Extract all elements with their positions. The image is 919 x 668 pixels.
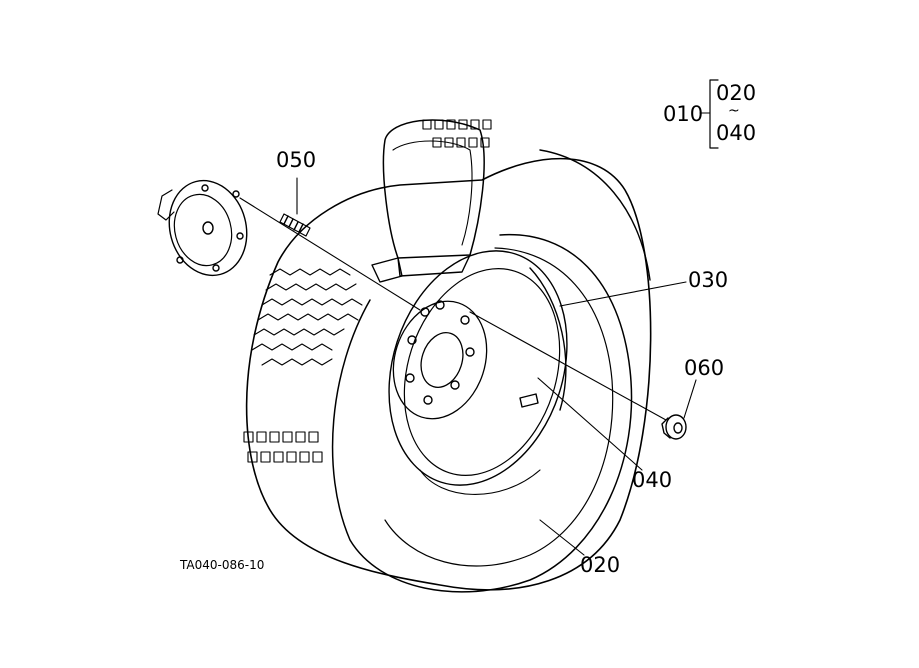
part-label-050: 050 <box>276 148 317 172</box>
tread-pattern-lower <box>243 431 323 463</box>
rim-center-disc <box>392 300 488 420</box>
leader-lines <box>239 112 711 556</box>
wheel-nut <box>661 414 687 440</box>
tire <box>245 149 652 593</box>
tread-pattern-left <box>251 268 363 366</box>
part-label-040: 040 <box>632 468 673 492</box>
part-label-010: 010 <box>663 102 704 126</box>
axle-hub <box>157 179 248 277</box>
tire-cutaway <box>371 119 485 283</box>
drawing-code: TA040-086-10 <box>180 558 265 572</box>
part-label-020: 020 <box>580 553 621 577</box>
rim <box>388 250 568 495</box>
part-label-030: 030 <box>688 268 729 292</box>
wheel-stud <box>279 213 311 237</box>
tread-pattern-top <box>422 119 492 148</box>
range-tilde: ~ <box>728 103 740 119</box>
valve-stem <box>519 393 539 408</box>
part-label-040-range: 040 <box>716 121 757 145</box>
range-bracket <box>709 79 719 149</box>
part-label-020-range: 020 <box>716 81 757 105</box>
part-label-060: 060 <box>684 356 725 380</box>
